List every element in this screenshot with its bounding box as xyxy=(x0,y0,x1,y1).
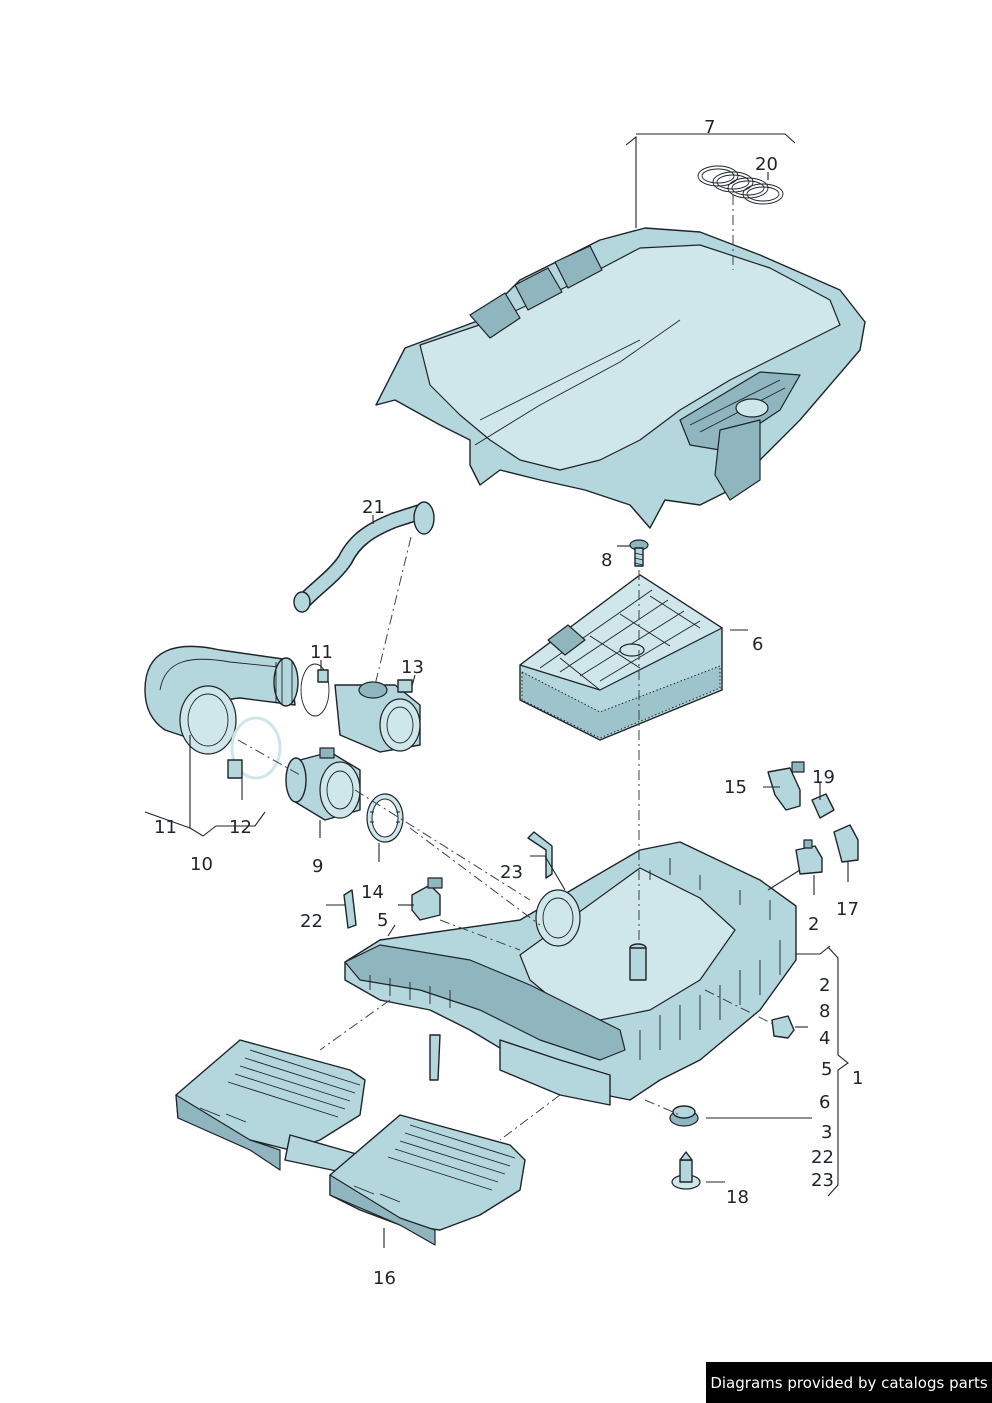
footer-credit: Diagrams provided by catalogs parts xyxy=(706,1362,992,1403)
callout-20: 20 xyxy=(755,154,778,175)
group-item-3: 3 xyxy=(821,1122,832,1143)
valve-14[interactable] xyxy=(411,877,443,921)
hose-clamp-12[interactable] xyxy=(227,716,282,780)
nut-4[interactable] xyxy=(771,1015,795,1039)
group-item-4: 4 xyxy=(819,1028,830,1049)
callout-17: 17 xyxy=(836,899,859,920)
callout-15: 15 xyxy=(724,777,747,798)
clip-19[interactable] xyxy=(811,793,835,819)
callout-21: 21 xyxy=(362,497,385,518)
hose-clamp-11[interactable] xyxy=(300,663,330,717)
grommet-2[interactable] xyxy=(795,839,823,875)
breather-hose[interactable] xyxy=(293,501,435,613)
bracket-23[interactable] xyxy=(527,831,553,879)
group-item-2: 2 xyxy=(819,975,830,996)
screw-8[interactable] xyxy=(629,539,649,567)
callout-12: 12 xyxy=(229,817,252,838)
group-label-1: 1 xyxy=(852,1068,863,1089)
intake-pipe[interactable] xyxy=(144,645,299,755)
callout-9: 9 xyxy=(312,856,323,877)
callout-13: 13 xyxy=(401,657,424,678)
engine-cover[interactable] xyxy=(375,227,866,529)
group-item-8: 8 xyxy=(819,1001,830,1022)
callout-14: 14 xyxy=(361,882,384,903)
holder-17[interactable] xyxy=(833,824,859,863)
air-intake-duct[interactable] xyxy=(175,1039,526,1246)
intake-connector[interactable] xyxy=(334,679,421,753)
air-filter[interactable] xyxy=(519,574,723,741)
callout-11-upper: 11 xyxy=(310,642,333,663)
screw-18[interactable] xyxy=(671,1151,701,1190)
callout-7: 7 xyxy=(704,117,715,138)
clamp-ring[interactable] xyxy=(366,793,404,843)
assembly-lines xyxy=(237,195,776,1141)
group-item-22: 22 xyxy=(811,1147,834,1168)
group-item-23: 23 xyxy=(811,1170,834,1191)
callout-labels: 7 20 21 8 6 11 13 11 12 10 9 15 19 23 14… xyxy=(154,117,863,1289)
callout-23: 23 xyxy=(500,862,523,883)
callout-6: 6 xyxy=(752,634,763,655)
air-mass-meter[interactable] xyxy=(285,747,361,821)
callout-18: 18 xyxy=(726,1187,749,1208)
rings-emblem[interactable] xyxy=(697,165,784,205)
callout-22: 22 xyxy=(300,911,323,932)
callout-11-lower: 11 xyxy=(154,817,177,838)
callout-8: 8 xyxy=(601,550,612,571)
callout-16: 16 xyxy=(373,1268,396,1289)
callout-10: 10 xyxy=(190,854,213,875)
group-item-6: 6 xyxy=(819,1092,830,1113)
callout-19: 19 xyxy=(812,767,835,788)
group-item-5: 5 xyxy=(821,1059,832,1080)
callout-5: 5 xyxy=(377,910,388,931)
clip-22[interactable] xyxy=(343,889,357,929)
air-box-housing[interactable] xyxy=(344,841,797,1106)
leader-lines xyxy=(144,133,849,1248)
holder-15[interactable] xyxy=(767,761,805,811)
grommet-3[interactable] xyxy=(669,1105,699,1127)
callout-2: 2 xyxy=(808,914,819,935)
